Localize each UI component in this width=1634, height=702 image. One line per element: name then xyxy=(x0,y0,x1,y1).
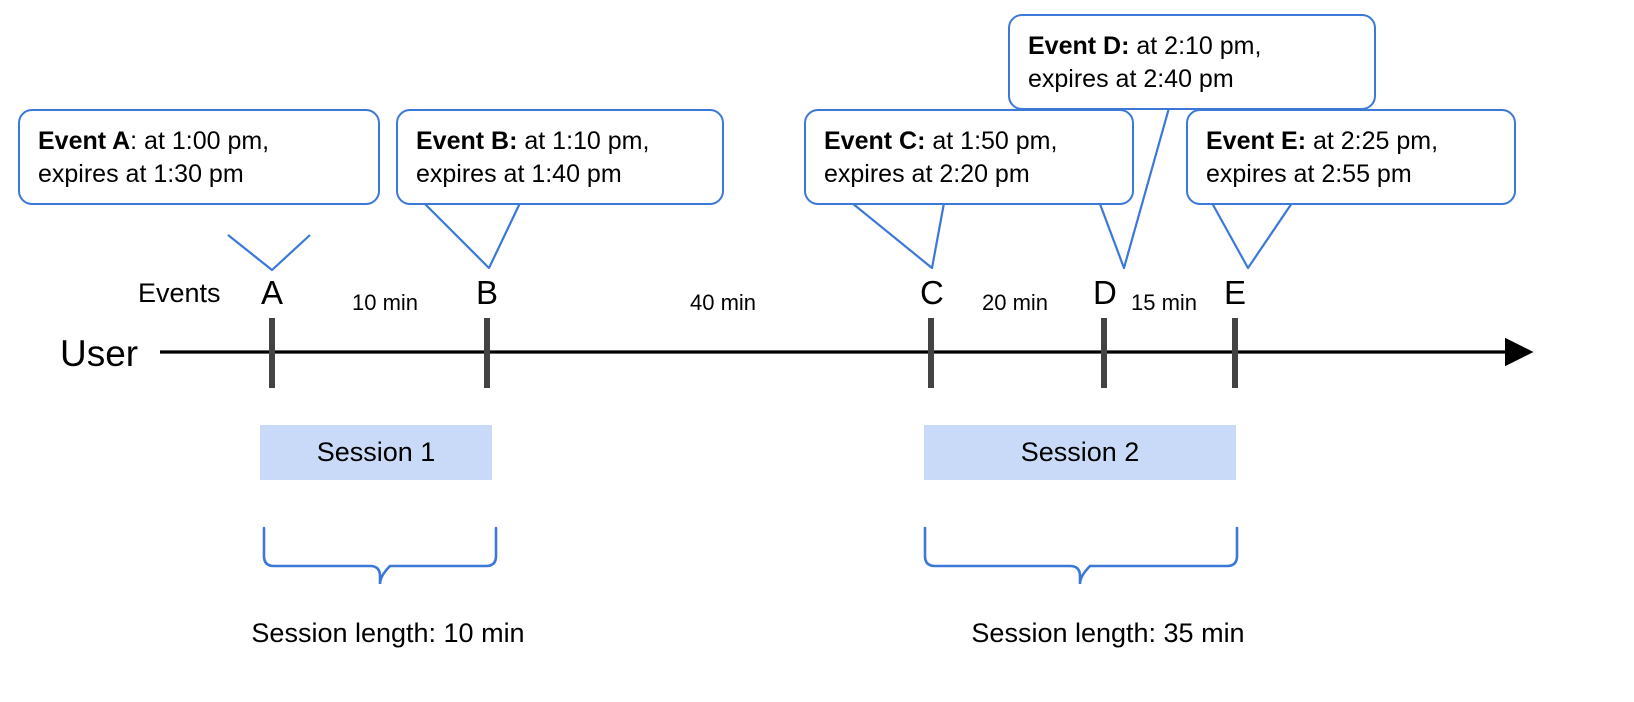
callout-event-a-line1: Event A: at 1:00 pm, xyxy=(38,125,360,158)
session-box-1: Session 1 xyxy=(260,425,492,480)
callout-event-b-sep: : xyxy=(509,127,518,155)
callout-event-d-line1: Event D: at 2:10 pm, xyxy=(1028,30,1356,63)
callout-event-a-line2: expires at 1:30 pm xyxy=(38,160,244,188)
callout-event-d-name: Event D xyxy=(1028,32,1122,60)
callout-event-b: Event B: at 1:10 pm, expires at 1:40 pm xyxy=(396,109,724,205)
callout-event-a: Event A: at 1:00 pm, expires at 1:30 pm xyxy=(18,109,380,205)
callout-tail-e xyxy=(1211,202,1293,270)
callout-event-d-line2: expires at 2:40 pm xyxy=(1028,65,1234,93)
session-box-1-label: Session 1 xyxy=(316,437,436,467)
session-length-1: Session length: 10 min xyxy=(251,618,525,648)
callout-event-d: Event D: at 2:10 pm, expires at 2:40 pm xyxy=(1008,14,1376,110)
callout-event-e-time: at 2:25 pm, xyxy=(1306,127,1439,155)
callout-tail-b xyxy=(423,202,521,270)
callout-event-e-line1: Event E: at 2:25 pm, xyxy=(1206,125,1496,158)
session-box-2-label: Session 2 xyxy=(1020,437,1140,467)
callout-event-a-name: Event A xyxy=(38,127,131,155)
event-markers xyxy=(269,318,1238,388)
callout-event-b-name: Event B xyxy=(416,127,510,155)
user-lane-label: User xyxy=(60,333,139,374)
gap-label-b-c: 40 min xyxy=(690,290,757,315)
event-label-d: D xyxy=(1093,274,1117,311)
callout-event-c-line2: expires at 2:20 pm xyxy=(824,160,1030,188)
callout-event-c-line1: Event C: at 1:50 pm, xyxy=(824,125,1114,158)
event-label-e: E xyxy=(1224,274,1247,311)
session-1-brace xyxy=(262,526,498,585)
session-box-2: Session 2 xyxy=(924,425,1236,480)
callout-event-e: Event E: at 2:25 pm, expires at 2:55 pm xyxy=(1186,109,1516,205)
gap-label-c-d: 20 min xyxy=(982,290,1049,315)
callout-event-d-sep: : xyxy=(1121,32,1130,60)
event-label-a: A xyxy=(261,274,284,311)
callout-event-e-name: Event E xyxy=(1206,127,1298,155)
callout-event-b-line2: expires at 1:40 pm xyxy=(416,160,622,188)
gap-label-d-e: 15 min xyxy=(1131,290,1198,315)
callout-event-b-time: at 1:10 pm, xyxy=(517,127,650,155)
callout-event-b-line1: Event B: at 1:10 pm, xyxy=(416,125,704,158)
callout-tail-c xyxy=(851,202,946,270)
session-2-brace xyxy=(923,526,1239,585)
event-label-c: C xyxy=(920,274,944,311)
callout-event-d-time: at 2:10 pm, xyxy=(1129,32,1262,60)
callout-event-c-sep: : xyxy=(917,127,926,155)
session-length-2: Session length: 35 min xyxy=(971,618,1245,648)
callout-event-a-time: at 1:00 pm, xyxy=(137,127,270,155)
callout-event-c-name: Event C xyxy=(824,127,918,155)
events-row-label: Events xyxy=(138,278,221,308)
callout-event-e-sep: : xyxy=(1297,127,1307,155)
callout-event-e-line2: expires at 2:55 pm xyxy=(1206,160,1412,188)
gap-label-a-b: 10 min xyxy=(352,290,419,315)
callout-event-a-sep: : xyxy=(130,127,138,155)
event-label-b: B xyxy=(476,274,499,311)
callout-event-c-time: at 1:50 pm, xyxy=(925,127,1058,155)
callout-tail-a xyxy=(227,234,311,272)
callout-event-c: Event C: at 1:50 pm, expires at 2:20 pm xyxy=(804,109,1134,205)
